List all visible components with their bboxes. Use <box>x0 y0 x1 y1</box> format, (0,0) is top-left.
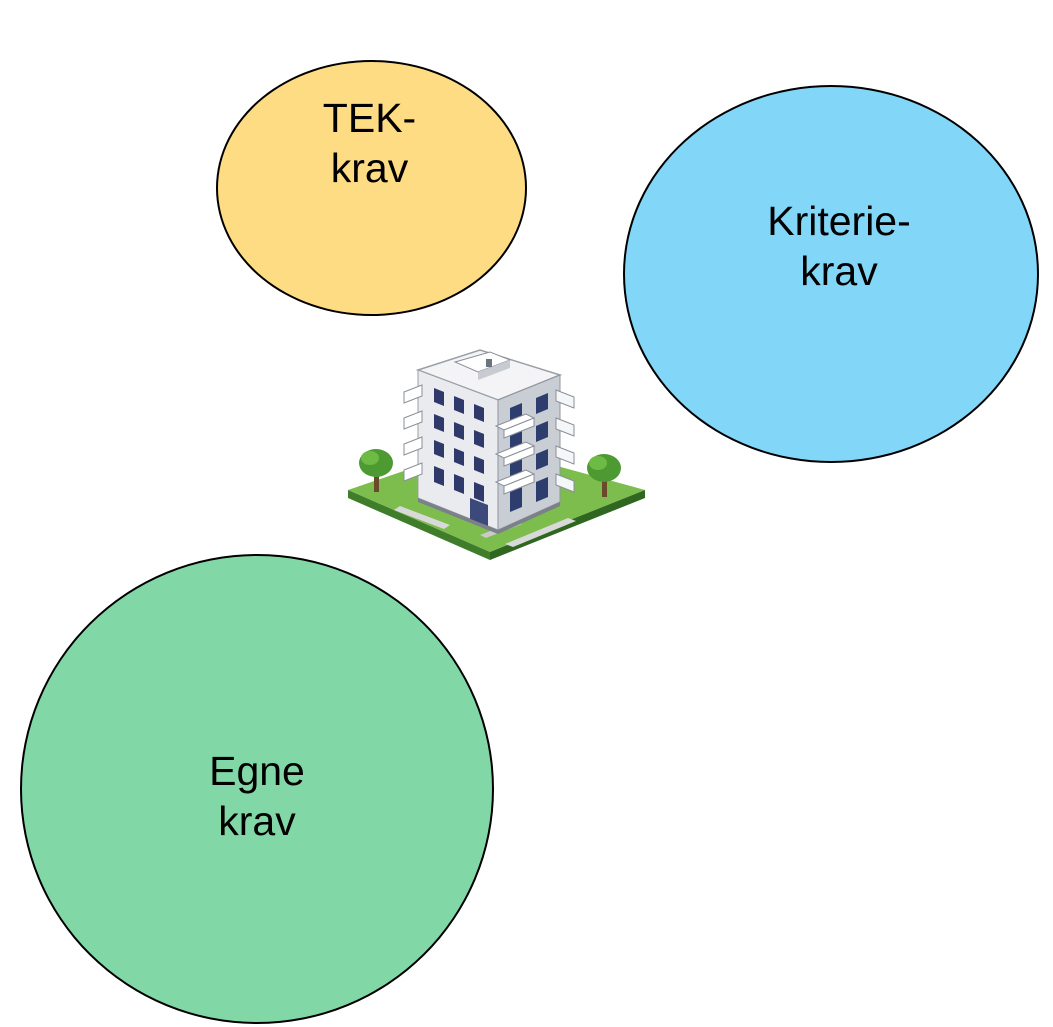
egne-krav-label-line2: krav <box>218 798 296 844</box>
egne-krav-circle: Egne krav <box>20 554 494 1024</box>
kriterie-krav-label-line1: Kriterie- <box>767 197 911 244</box>
tek-krav-label-line1: TEK- <box>322 94 417 141</box>
kriterie-krav-label: Kriterie- krav <box>767 196 911 296</box>
tek-krav-label-line2: krav <box>330 145 409 191</box>
apartment-building-icon <box>330 330 650 570</box>
egne-krav-label: Egne krav <box>209 746 305 846</box>
egne-krav-label-line1: Egne <box>209 747 305 794</box>
kriterie-krav-circle: Kriterie- krav <box>623 85 1039 463</box>
kriterie-krav-label-line2: krav <box>800 248 878 294</box>
tek-krav-label: TEK- krav <box>323 93 416 193</box>
tek-krav-circle: TEK- krav <box>216 60 527 316</box>
